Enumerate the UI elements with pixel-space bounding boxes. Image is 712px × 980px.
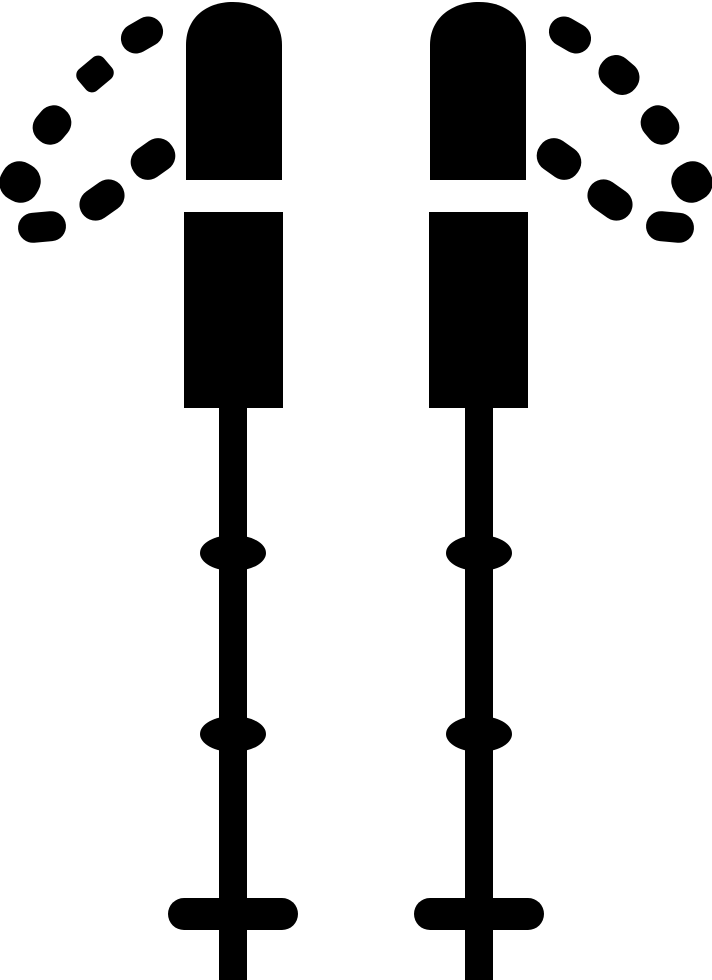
left-pole-ring-upper bbox=[200, 535, 266, 571]
right-pole-ring-lower bbox=[446, 716, 512, 752]
left-pole-shaft bbox=[219, 404, 247, 980]
right-pole-handle-top bbox=[430, 2, 526, 180]
left-pole-handle-top bbox=[186, 2, 282, 180]
right-pole bbox=[414, 2, 712, 980]
left-pole bbox=[0, 2, 298, 980]
right-pole-basket bbox=[414, 898, 544, 930]
right-pole-shaft bbox=[465, 404, 493, 980]
left-pole-strap bbox=[0, 16, 176, 243]
left-pole-grip bbox=[184, 212, 283, 408]
right-pole-strap bbox=[536, 16, 712, 243]
right-pole-ring-upper bbox=[446, 535, 512, 571]
right-pole-grip bbox=[429, 212, 528, 408]
left-pole-ring-lower bbox=[200, 716, 266, 752]
left-pole-basket bbox=[168, 898, 298, 930]
